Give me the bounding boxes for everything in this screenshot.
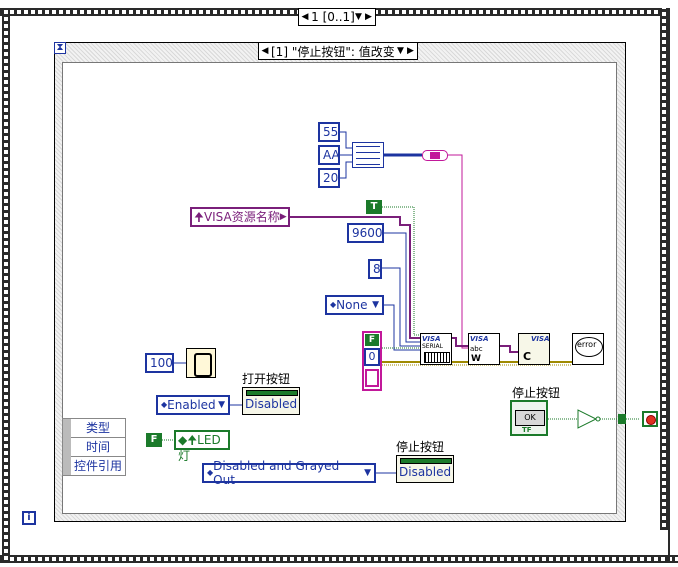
wire-string-to-write bbox=[448, 154, 468, 349]
not-gate-bubble bbox=[595, 416, 601, 422]
visa-configure-serial-node[interactable]: VISA SERIAL bbox=[420, 333, 452, 365]
led-label: LED灯 bbox=[178, 433, 221, 463]
false-constant-led[interactable]: F bbox=[146, 433, 162, 447]
byte-constant-20[interactable]: 20 bbox=[318, 168, 340, 188]
wire-visa-resource-b bbox=[452, 337, 468, 347]
visa-write-sub: abc bbox=[470, 345, 483, 353]
visa-resource-arrow-icon: ▶ bbox=[279, 212, 287, 222]
event-dropdown-arrow[interactable]: ▼ bbox=[397, 46, 404, 56]
close-c-icon: C bbox=[523, 350, 532, 363]
data-bits-constant[interactable]: 8 bbox=[368, 259, 382, 279]
visa-config-label: VISA bbox=[422, 335, 441, 343]
wire-byte3 bbox=[340, 161, 352, 179]
open-button-property-node[interactable]: Disabled bbox=[242, 387, 300, 415]
visa-resource-label: VISA资源名称 bbox=[203, 210, 280, 224]
enabled-ring[interactable]: ◆ Enabled ▼ bbox=[156, 395, 230, 415]
enabled-ring-icon: ◆ bbox=[161, 400, 168, 409]
visa-resource-control[interactable]: 🠉 VISA资源名称 ▶ bbox=[190, 207, 290, 227]
build-array-node[interactable] bbox=[352, 142, 384, 168]
disabled-grayed-value: Disabled and Grayed Out bbox=[213, 459, 340, 487]
event-next-arrow[interactable]: ▶ bbox=[407, 46, 414, 56]
outer-frame-right bbox=[660, 8, 668, 530]
visa-resource-icon: 🠉 bbox=[194, 210, 204, 224]
wait-ms-node[interactable] bbox=[186, 348, 216, 378]
sequence-selector[interactable]: ◀ 1 [0..1] ▼ ▶ bbox=[298, 8, 376, 26]
byte-constant-55[interactable]: 55 bbox=[318, 122, 340, 142]
disabled-grayed-dropdown-icon[interactable]: ▼ bbox=[364, 468, 371, 478]
outer-frame-left bbox=[2, 8, 10, 563]
info-icon[interactable]: i bbox=[22, 511, 36, 525]
wait-ms-constant[interactable]: 100 bbox=[145, 353, 174, 373]
byte-array-to-string-node[interactable] bbox=[422, 150, 448, 161]
visa-close-label: VISA bbox=[531, 335, 550, 343]
watch-icon bbox=[194, 353, 212, 377]
visa-config-sub: SERIAL bbox=[422, 343, 443, 350]
boolean-tunnel bbox=[618, 414, 626, 424]
sequence-prev-arrow[interactable]: ◀ bbox=[301, 12, 309, 22]
enabled-dropdown-icon[interactable]: ▼ bbox=[218, 400, 225, 410]
open-button-caption: 打开按钮 bbox=[242, 372, 291, 386]
byte-constant-aa[interactable]: AA bbox=[318, 145, 340, 165]
parity-value: None bbox=[336, 298, 368, 312]
led-variable-icon: ◆🠉 bbox=[178, 433, 198, 447]
stop-button-terminal-caption: 停止按钮 bbox=[512, 386, 561, 400]
wire-parity bbox=[384, 304, 420, 351]
loop-string-terminal[interactable] bbox=[365, 369, 379, 387]
led-local-variable[interactable]: ◆🠉LED灯 bbox=[174, 430, 230, 463]
error-label: error bbox=[577, 340, 597, 349]
stop-button-tf-tag: TF bbox=[522, 426, 532, 434]
open-button-disabled-property[interactable]: Disabled bbox=[245, 397, 298, 411]
stop-button-terminal[interactable]: OK TF bbox=[510, 400, 548, 436]
stop-button-reference-bar bbox=[400, 458, 452, 464]
stop-button-property-caption: 停止按钮 bbox=[396, 440, 445, 454]
disabled-grayed-ring-icon: ◆ bbox=[207, 468, 214, 477]
event-data-type[interactable]: 类型 bbox=[71, 419, 125, 438]
loop-index-constant[interactable]: 0 bbox=[364, 348, 380, 366]
build-array-icon bbox=[356, 145, 380, 165]
false-constant-loop[interactable]: F bbox=[365, 334, 379, 346]
stop-button-disabled-property[interactable]: Disabled bbox=[399, 465, 452, 479]
stop-sign-icon bbox=[646, 415, 656, 425]
wire-byte1 bbox=[340, 131, 352, 149]
event-data-time[interactable]: 时间 bbox=[71, 438, 125, 457]
sequence-dropdown-arrow[interactable]: ▼ bbox=[355, 12, 362, 22]
not-gate bbox=[577, 409, 598, 429]
event-data-ctrlref[interactable]: 控件引用 bbox=[73, 459, 122, 473]
stop-condition-terminal[interactable] bbox=[642, 411, 658, 427]
parity-ring-icon: ◆ bbox=[330, 300, 337, 309]
baud-rate-constant[interactable]: 9600 bbox=[347, 223, 384, 243]
write-w-icon: W bbox=[471, 354, 481, 364]
open-button-reference-bar bbox=[246, 390, 298, 396]
outer-frame-right-edge bbox=[668, 8, 670, 563]
wire-baud bbox=[384, 232, 420, 343]
enabled-value: Enabled bbox=[167, 398, 216, 412]
wire-bits bbox=[382, 267, 420, 347]
true-constant[interactable]: T bbox=[366, 200, 382, 214]
parity-dropdown-icon[interactable]: ▼ bbox=[372, 300, 379, 310]
event-data-node[interactable]: 类型 时间 控件引用 bbox=[62, 418, 126, 476]
sequence-selector-label: 1 [0..1] bbox=[311, 10, 355, 24]
sequence-next-arrow[interactable]: ▶ bbox=[365, 12, 372, 22]
event-selector-label: [1] "停止按钮": 值改变 bbox=[271, 44, 395, 59]
serial-port-icon bbox=[424, 352, 450, 363]
outer-frame-bottom bbox=[0, 555, 678, 563]
stop-button-property-node[interactable]: Disabled bbox=[396, 455, 454, 483]
event-data-node-bar bbox=[63, 419, 71, 475]
event-selector[interactable]: ◀ [1] "停止按钮": 值改变 ▼ ▶ bbox=[258, 42, 418, 60]
wire-visa-resource-c bbox=[500, 345, 518, 353]
simple-error-handler-node[interactable]: error bbox=[572, 333, 604, 365]
wire-visa-resource bbox=[290, 216, 420, 339]
u8-to-string-icon bbox=[430, 152, 440, 159]
error-bubble-icon bbox=[575, 337, 603, 357]
visa-write-label: VISA bbox=[470, 335, 489, 343]
timeout-icon[interactable]: ⧗ bbox=[54, 42, 66, 54]
visa-write-node[interactable]: VISA abc W bbox=[468, 333, 500, 365]
stop-button-ok-face: OK bbox=[515, 410, 545, 426]
wire-true bbox=[382, 206, 420, 336]
event-prev-arrow[interactable]: ◀ bbox=[261, 46, 269, 56]
parity-ring[interactable]: ◆ None ▼ bbox=[325, 295, 384, 315]
disabled-grayed-ring[interactable]: ◆ Disabled and Grayed Out ▼ bbox=[202, 459, 376, 487]
visa-close-node[interactable]: VISA C bbox=[518, 333, 550, 365]
